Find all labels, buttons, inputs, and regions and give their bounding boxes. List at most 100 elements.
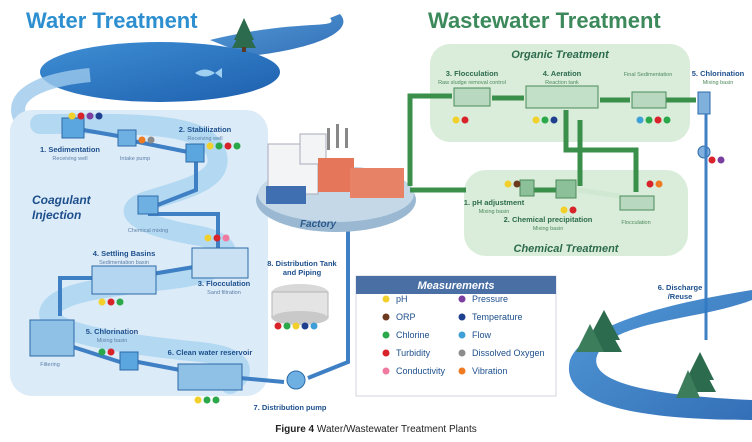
wastewater-treatment-title: Wastewater Treatment bbox=[428, 8, 661, 33]
water-treatment-title: Water Treatment bbox=[26, 8, 198, 33]
sensor-dot bbox=[147, 136, 155, 144]
sensor-dot bbox=[107, 298, 115, 306]
legend-marker bbox=[458, 295, 466, 303]
sensor-dot bbox=[717, 156, 725, 164]
water-step-label: 1. Sedimentation bbox=[40, 145, 100, 154]
legend-label: Flow bbox=[472, 330, 492, 340]
tree-icon bbox=[576, 310, 622, 352]
sensor-dot bbox=[194, 396, 202, 404]
legend-label: Chlorine bbox=[396, 330, 430, 340]
legend-marker bbox=[458, 349, 466, 357]
wastewater-step-sublabel: Final Sedimentation bbox=[624, 72, 673, 78]
wastewater-step-label: 4. Aeration bbox=[543, 69, 582, 78]
legend-label: Temperature bbox=[472, 312, 523, 322]
sensor-dot bbox=[213, 234, 221, 242]
treatment-diagram: Water Treatment Wastewater Treatment Coa… bbox=[10, 8, 752, 420]
sensor-dot bbox=[212, 396, 220, 404]
sensor-dot bbox=[645, 116, 653, 124]
sensor-dot bbox=[95, 112, 103, 120]
water-step-label: 4. Settling Basins bbox=[93, 249, 156, 258]
wastewater-step-sublabel: Reaction tank bbox=[545, 80, 579, 86]
legend-marker bbox=[382, 295, 390, 303]
sensor-dot bbox=[560, 206, 568, 214]
wastewater-step-label: 2. Chemical precipitation bbox=[504, 215, 593, 224]
water-step-sublabel: Sedimentation basin bbox=[99, 260, 149, 266]
water-step-label: 6. Clean water reservoir bbox=[168, 348, 253, 357]
figure-caption: Figure 4 Water/Wastewater Treatment Plan… bbox=[0, 424, 752, 435]
legend-label: ORP bbox=[396, 312, 416, 322]
legend-label: Turbidity bbox=[396, 348, 431, 358]
chemical-treatment-title: Chemical Treatment bbox=[514, 243, 620, 255]
water-step-sublabel: Mixing basin bbox=[97, 338, 128, 344]
sensor-dot bbox=[301, 322, 309, 330]
wastewater-equipment bbox=[453, 85, 711, 211]
water-step-label: 7. Distribution pump bbox=[254, 403, 327, 412]
water-step-sublabel: Receiving well bbox=[52, 156, 87, 162]
sensor-dot bbox=[292, 322, 300, 330]
sensor-dot bbox=[310, 322, 318, 330]
wastewater-step-sublabel: Mixing basin bbox=[703, 80, 734, 86]
legend-marker bbox=[382, 313, 390, 321]
wastewater-step-label: 6. Discharge/Reuse bbox=[658, 283, 703, 301]
wastewater-step-sublabel: Mixing basin bbox=[533, 226, 564, 232]
sensor-dot bbox=[222, 234, 230, 242]
measurements-header-bg bbox=[356, 276, 556, 294]
caption-text: Water/Wastewater Treatment Plants bbox=[314, 424, 477, 435]
sensor-dot bbox=[283, 322, 291, 330]
wastewater-step-sublabel: Flocculation bbox=[621, 220, 650, 226]
legend-marker bbox=[382, 349, 390, 357]
sensor-dot bbox=[203, 396, 211, 404]
sensor-dot bbox=[107, 348, 115, 356]
water-title: Water Treatment bbox=[26, 8, 198, 33]
discharge-river bbox=[568, 114, 752, 420]
sensor-dot bbox=[206, 142, 214, 150]
wastewater-step-label: 1. pH adjustment bbox=[464, 198, 525, 207]
sensor-dot bbox=[138, 136, 146, 144]
water-step-sublabel: Sand filtration bbox=[207, 290, 241, 296]
factory-label: Factory bbox=[300, 219, 337, 230]
sensor-dot bbox=[204, 234, 212, 242]
sensor-dot bbox=[77, 112, 85, 120]
measurements-title: Measurements bbox=[417, 280, 494, 292]
organic-treatment-title: Organic Treatment bbox=[511, 49, 610, 61]
legend-marker bbox=[458, 367, 466, 375]
tree-icon bbox=[232, 18, 256, 52]
legend-marker bbox=[458, 313, 466, 321]
sensor-dots bbox=[68, 112, 725, 404]
legend-label: Pressure bbox=[472, 294, 508, 304]
wastewater-step-sublabel: Mixing basin bbox=[479, 209, 510, 215]
water-step-label: 3. Flocculation bbox=[198, 279, 251, 288]
sensor-dot bbox=[68, 112, 76, 120]
sensor-dot bbox=[541, 116, 549, 124]
sensor-dot bbox=[513, 180, 521, 188]
sensor-dot bbox=[654, 116, 662, 124]
sensor-dot bbox=[215, 142, 223, 150]
sensor-dot bbox=[663, 116, 671, 124]
caption-number: Figure 4 bbox=[275, 424, 315, 435]
water-step-label: 2. Stabilization bbox=[179, 125, 232, 134]
sensor-dot bbox=[116, 298, 124, 306]
sensor-dot bbox=[98, 298, 106, 306]
wastewater-step-label: 5. Chlorination bbox=[692, 69, 745, 78]
sensor-dot bbox=[646, 180, 654, 188]
factory-illustration bbox=[256, 124, 416, 232]
sensor-dot bbox=[461, 116, 469, 124]
legend-marker bbox=[458, 331, 466, 339]
sensor-dot bbox=[550, 116, 558, 124]
water-step-sublabel: Intake pump bbox=[120, 156, 150, 162]
sensor-dot bbox=[452, 116, 460, 124]
legend-marker bbox=[382, 331, 390, 339]
legend-marker bbox=[382, 367, 390, 375]
sensor-dot bbox=[708, 156, 716, 164]
legend-label: Conductivity bbox=[396, 366, 446, 376]
water-step-sublabel: Receiving well bbox=[187, 136, 222, 142]
sensor-dot bbox=[274, 322, 282, 330]
sensor-dot bbox=[636, 116, 644, 124]
legend-label: pH bbox=[396, 294, 408, 304]
sensor-dot bbox=[655, 180, 663, 188]
sensor-dot bbox=[532, 116, 540, 124]
legend-label: Vibration bbox=[472, 366, 507, 376]
